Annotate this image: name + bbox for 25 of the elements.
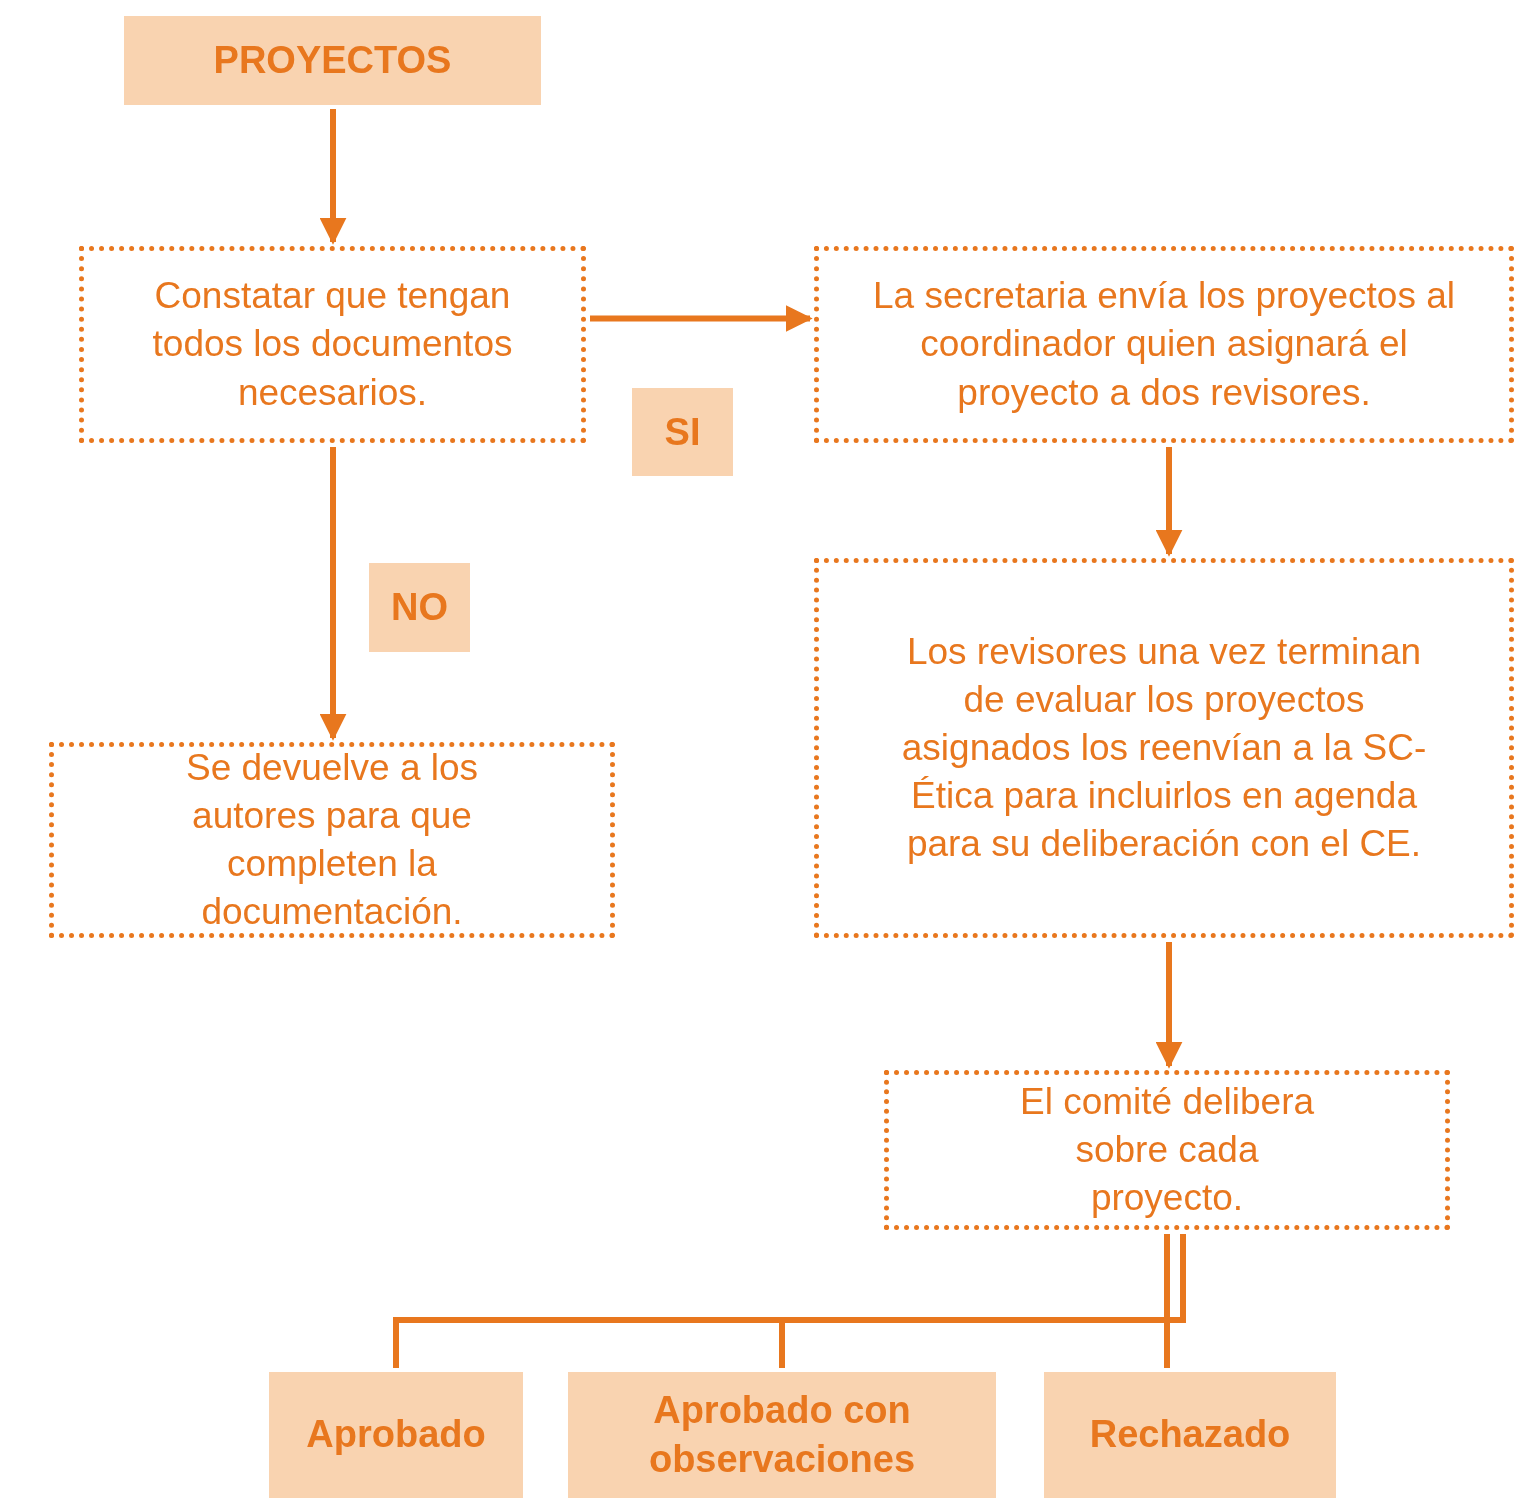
process-box — [49, 742, 615, 938]
box-text: Constatar que tengan todos los documentos necesarios. — [151, 274, 514, 415]
box-text: PROYECTOS — [213, 37, 452, 83]
arrow — [319, 447, 347, 741]
box-text: El comité delibera sobre cada proyecto. — [1018, 1079, 1316, 1221]
process-box — [79, 246, 586, 443]
process-box — [884, 1070, 1450, 1230]
box-text: La secretaria envía los proyectos al coordinador quien asignará el proyecto a dos revisores. — [872, 274, 1456, 415]
box-text: Rechazado — [1089, 1412, 1291, 1458]
edge-label: NO — [369, 563, 470, 652]
box-text: Se devuelve a los autores para que completen la documentación. — [184, 745, 480, 935]
box-text: Los revisores una vez terminan de evaluar los proyectos asignados los reenvían a la SC-Ética para incluirlos en agenda para su deliberación con el CE. — [900, 629, 1428, 867]
edge-label: SI — [632, 388, 733, 476]
arrow — [1155, 942, 1183, 1069]
box-text: Aprobado con observaciones — [647, 1387, 917, 1482]
process-box — [814, 558, 1514, 938]
process-box — [814, 246, 1514, 443]
arrow — [1155, 447, 1183, 557]
arrow — [590, 305, 813, 332]
box-text: Aprobado — [306, 1412, 486, 1458]
label-box — [269, 1372, 523, 1498]
label-box — [124, 16, 541, 105]
arrow — [319, 109, 347, 245]
label-box — [1044, 1372, 1336, 1498]
label-box — [568, 1372, 996, 1498]
